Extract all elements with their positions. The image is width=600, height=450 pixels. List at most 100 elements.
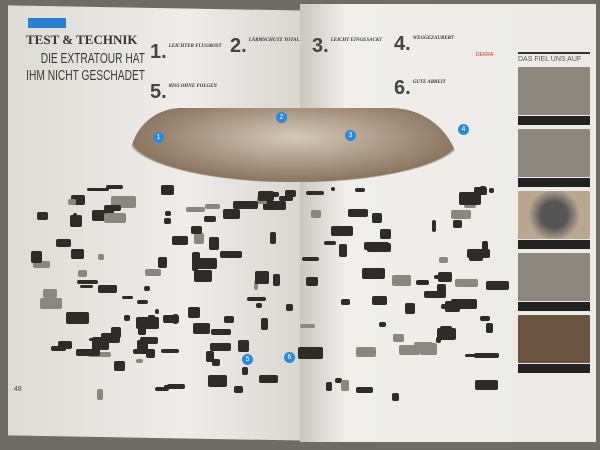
part-item: [43, 289, 58, 298]
part-item: [371, 212, 382, 224]
part-item: [438, 257, 449, 263]
item-2: 2.LÄRMSCHUTZ TOTAL: [230, 36, 310, 56]
part-item: [73, 213, 78, 224]
part-item: [436, 283, 446, 293]
part-item: [68, 199, 77, 206]
part-item: [237, 340, 250, 353]
part-item: [104, 204, 122, 212]
part-item: [325, 382, 332, 392]
part-item: [482, 240, 488, 252]
part-item: [57, 340, 72, 350]
part-item: [163, 315, 180, 323]
part-item: [66, 311, 89, 325]
photo-caption: [518, 364, 590, 373]
part-item: [172, 235, 188, 245]
marker-badge: 2: [276, 112, 287, 123]
part-item: [207, 375, 227, 387]
part-item: [105, 185, 124, 190]
part-item: [97, 389, 103, 401]
item-number: 2.: [230, 35, 247, 57]
part-item: [103, 213, 126, 223]
part-item: [432, 220, 437, 232]
part-item: [436, 327, 457, 340]
partner-logo: DEKRA: [476, 52, 494, 58]
part-item: [241, 366, 249, 375]
part-item: [91, 337, 109, 350]
part-item: [33, 260, 51, 268]
part-item: [306, 190, 324, 196]
part-item: [154, 309, 159, 315]
part-item: [489, 187, 494, 194]
marker-badge: 1: [153, 132, 164, 143]
part-item: [164, 384, 185, 389]
marker-badge: 5: [242, 354, 253, 365]
part-item: [475, 379, 499, 391]
part-item: [144, 286, 150, 291]
part-item: [91, 210, 115, 222]
part-item: [193, 323, 210, 334]
part-item: [324, 241, 336, 246]
part-item: [234, 385, 243, 393]
part-item: [393, 333, 404, 343]
parts-layout-photo: [30, 185, 509, 405]
part-item: [208, 237, 220, 250]
marker-badge: 4: [458, 124, 469, 135]
part-item: [87, 188, 109, 192]
part-item: [145, 269, 161, 276]
photo-caption: [518, 116, 590, 125]
part-item: [188, 306, 200, 319]
part-item: [123, 315, 131, 322]
part-item: [450, 299, 477, 309]
item-title: LEICHT EINGESACKT: [330, 38, 383, 43]
part-item: [224, 315, 234, 324]
part-item: [361, 268, 385, 279]
part-item: [164, 217, 172, 224]
part-item: [299, 323, 315, 328]
part-item: [210, 342, 232, 351]
part-item: [355, 187, 365, 193]
part-item: [136, 299, 149, 305]
part-item: [311, 210, 321, 218]
part-item: [458, 192, 481, 205]
part-item: [341, 299, 351, 305]
photo-caption: [518, 302, 590, 311]
part-item: [75, 348, 100, 356]
part-item: [335, 377, 342, 384]
sidebar: DAS FIEL UNS AUF: [518, 52, 590, 432]
section-rubric: TEST & TECHNIK: [26, 32, 138, 47]
sidebar-photo: [518, 315, 590, 363]
part-item: [474, 352, 499, 358]
part-item: [455, 279, 479, 287]
part-item: [206, 351, 215, 362]
part-item: [191, 226, 203, 235]
part-item: [194, 269, 213, 282]
part-item: [363, 242, 390, 251]
part-item: [137, 340, 148, 353]
part-item: [78, 270, 88, 277]
part-item: [211, 329, 232, 335]
part-item: [451, 209, 471, 220]
part-item: [463, 203, 476, 208]
part-item: [254, 281, 259, 291]
part-item: [39, 297, 62, 310]
sidebar-photo: [518, 67, 590, 115]
item-3: 3.LEICHT EINGESACKT: [312, 36, 392, 56]
car-body-photo: [130, 108, 460, 182]
part-item: [285, 304, 293, 311]
part-item: [164, 210, 172, 216]
item-5: 5.RISS OHNE FOLGEN: [150, 82, 226, 102]
part-item: [110, 326, 122, 338]
part-item: [466, 248, 491, 259]
part-item: [259, 375, 279, 383]
part-item: [70, 249, 85, 259]
part-item: [423, 291, 446, 299]
item-title: WEGGEZAUBERT: [412, 36, 455, 41]
item-6: 6.GUTE ARBEIT: [394, 78, 472, 98]
part-item: [56, 238, 72, 248]
part-item: [138, 326, 146, 335]
part-item: [437, 272, 453, 283]
part-item: [301, 257, 320, 262]
part-item: [441, 304, 448, 309]
item-title: RISS OHNE FOLGEN: [168, 84, 218, 89]
part-item: [148, 315, 156, 319]
